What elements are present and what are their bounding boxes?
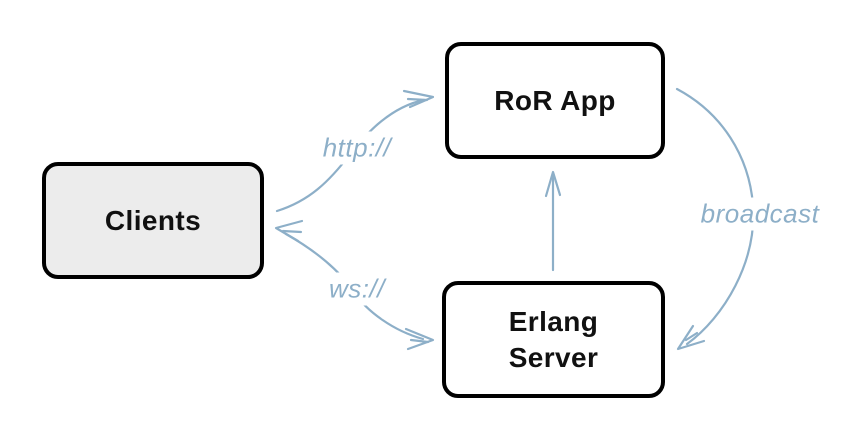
- edge-label-http: http://: [316, 131, 398, 165]
- node-erlang-server-label: Erlang Server: [508, 305, 599, 373]
- edge-label-ws: ws://: [323, 272, 391, 306]
- edge-broadcast-arrowhead: [676, 324, 706, 351]
- node-clients-label: Clients: [104, 204, 202, 236]
- edge-ws-arrowhead-right-stroke2: [409, 338, 430, 344]
- edge-ws-arrowhead-right: [404, 327, 435, 351]
- node-erlang-server: Erlang Server: [442, 281, 665, 398]
- node-ror-app: RoR App: [445, 42, 665, 159]
- edge-ws-arrowhead-left-stroke2: [281, 229, 303, 234]
- edge-push-arrowhead: [544, 170, 562, 198]
- node-clients: Clients: [42, 162, 264, 279]
- edge-push-arrow: [544, 170, 562, 272]
- edge-http-arrowhead: [402, 89, 435, 109]
- edge-http-arrowhead-stroke2: [406, 97, 429, 102]
- node-ror-app-label: RoR App: [494, 84, 616, 116]
- edge-ws-arrowhead-left: [274, 219, 304, 243]
- edge-label-broadcast: broadcast: [694, 197, 826, 231]
- edge-broadcast-arrowhead-stroke2: [684, 331, 699, 342]
